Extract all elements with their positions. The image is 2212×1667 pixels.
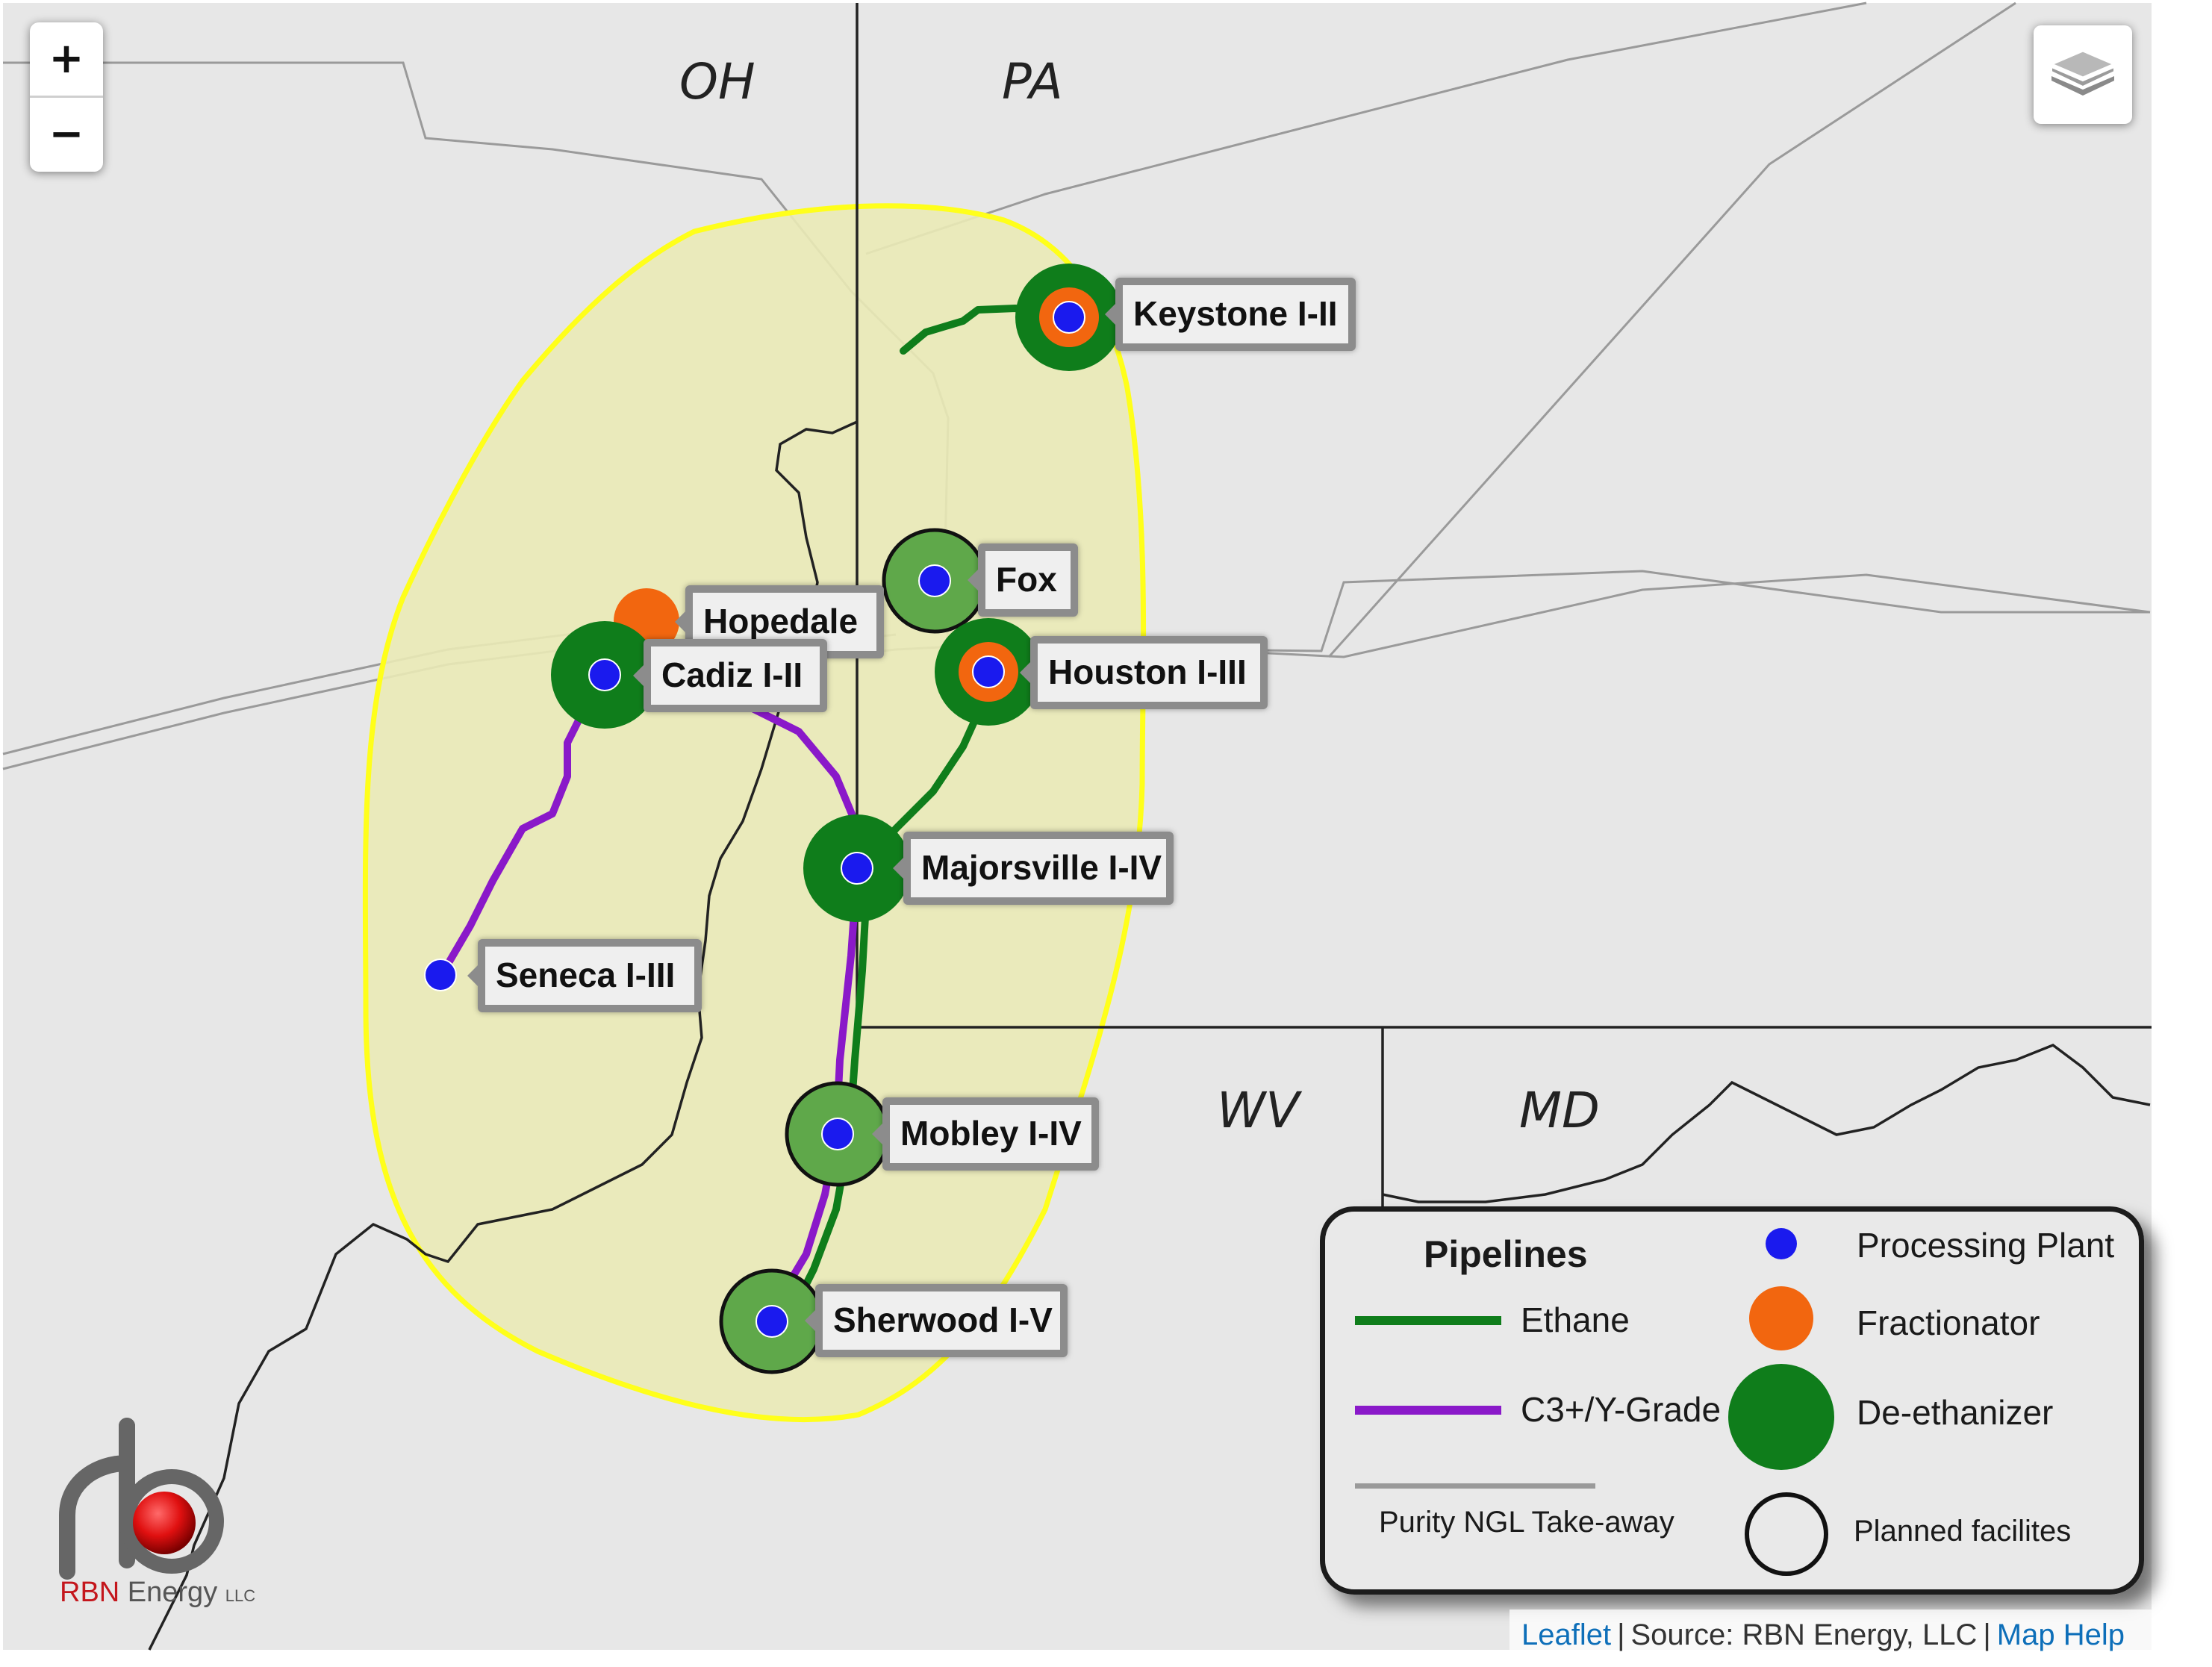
legend-fractionator-label: Fractionator [1857, 1303, 2040, 1342]
label-pointer [893, 855, 906, 882]
facility-name: Seneca I-III [496, 956, 675, 994]
legend-ethane-swatch [1355, 1316, 1501, 1325]
label-background [1038, 644, 1260, 702]
label-pointer [633, 662, 647, 689]
rbn-logo-text: RBN Energy LLC [60, 1577, 256, 1608]
processing-plant-marker[interactable] [972, 655, 1005, 688]
rbn-logo: RBN Energy LLC [52, 1411, 256, 1613]
zoom-out-button[interactable]: − [30, 96, 103, 171]
legend-c3-swatch [1355, 1406, 1501, 1415]
label-background [911, 839, 1166, 897]
label-background [485, 947, 694, 1005]
attribution-separator-2: | [1983, 1618, 1991, 1651]
label-pointer [1105, 301, 1118, 328]
potomac-border [1382, 1044, 2151, 1203]
processing-plant-marker[interactable] [918, 564, 951, 597]
label-background [823, 1291, 1060, 1350]
facility-fox[interactable]: Fox [882, 528, 1078, 634]
facility-name: Sherwood I-V [833, 1300, 1053, 1339]
facility-keystone[interactable]: Keystone I-II [1015, 264, 1356, 371]
facility-cadiz[interactable]: Cadiz I-II [551, 621, 827, 729]
facility-label-seneca[interactable]: Seneca I-III [467, 939, 702, 1012]
label-pointer [968, 567, 981, 593]
facility-label-houston[interactable]: Houston I-III [1020, 636, 1268, 709]
label-pointer [1020, 659, 1033, 686]
legend-deethanizer-label: De-ethanizer [1857, 1393, 2054, 1432]
facility-label-keystone[interactable]: Keystone I-II [1105, 278, 1356, 351]
facility-label-mobley[interactable]: Mobley I-IV [872, 1097, 1099, 1171]
map-legend: Pipelines Ethane C3+/Y-Grade Purity NGL … [1320, 1206, 2144, 1595]
facility-seneca[interactable]: Seneca I-III [424, 939, 702, 1012]
label-background [651, 646, 820, 705]
facility-name: Mobley I-IV [900, 1114, 1082, 1153]
rbn-logo-graphic [59, 1418, 224, 1580]
label-pointer [872, 1121, 885, 1147]
facility-name: Majorsville I-IV [921, 848, 1162, 887]
legend-processing-label: Processing Plant [1857, 1226, 2115, 1265]
legend-pipelines-title: Pipelines [1424, 1233, 1588, 1275]
attribution-source: Source: RBN Energy, LLC [1630, 1618, 1978, 1651]
label-pointer [467, 962, 481, 989]
state-labels: OH PA WV MD [679, 53, 1600, 1139]
facility-name: Cadiz I-II [661, 655, 803, 694]
map-attribution: Leaflet|Source: RBN Energy, LLC|Map Help [1510, 1610, 2152, 1660]
state-label-oh: OH [679, 53, 755, 110]
legend-c3-label: C3+/Y-Grade [1521, 1390, 1722, 1429]
purity-line-east-2 [1194, 573, 2151, 658]
facility-name: Hopedale [703, 602, 858, 641]
facility-sherwood[interactable]: Sherwood I-V [719, 1268, 1068, 1374]
zoom-in-button[interactable]: + [49, 34, 84, 83]
processing-plant-marker[interactable] [821, 1118, 854, 1150]
facility-majorsville[interactable]: Majorsville I-IV [803, 814, 1174, 922]
state-label-md: MD [1519, 1082, 1600, 1139]
purity-line-ne [1327, 1, 2016, 658]
c3-pipeline-seneca-cadiz [438, 717, 582, 978]
legend-fractionator-icon [1749, 1286, 1813, 1350]
legend-purity-label: Purity NGL Take-away [1379, 1506, 1674, 1539]
processing-plant-marker[interactable] [1053, 301, 1085, 334]
facility-label-majorsville[interactable]: Majorsville I-IV [893, 832, 1174, 905]
label-pointer [675, 608, 688, 635]
label-background [985, 551, 1071, 609]
attribution-separator: | [1617, 1618, 1625, 1651]
facility-label-sherwood[interactable]: Sherwood I-V [805, 1284, 1068, 1357]
legend-planned-icon [1745, 1492, 1828, 1576]
legend-purity-swatch [1355, 1483, 1595, 1489]
facility-name: Keystone I-II [1133, 294, 1338, 333]
layers-button[interactable] [2034, 25, 2132, 124]
leaflet-link[interactable]: Leaflet [1521, 1618, 1612, 1651]
label-pointer [805, 1307, 818, 1334]
ohio-river [148, 420, 858, 1651]
legend-processing-icon [1766, 1228, 1797, 1259]
facility-name: Houston I-III [1048, 652, 1247, 691]
facility-mobley[interactable]: Mobley I-IV [785, 1081, 1099, 1187]
label-background [1123, 285, 1348, 343]
map-help-link[interactable]: Map Help [1996, 1618, 2125, 1651]
processing-plant-marker[interactable] [588, 658, 621, 691]
label-background [890, 1105, 1091, 1163]
layers-icon [2049, 49, 2117, 96]
state-label-wv: WV [1217, 1082, 1302, 1139]
facility-label-fox[interactable]: Fox [968, 543, 1078, 617]
ethane-pipeline-houston-sherwood [788, 713, 980, 1318]
processing-plant-marker[interactable] [755, 1305, 788, 1338]
legend-ethane-label: Ethane [1521, 1300, 1630, 1339]
facility-name: Fox [996, 560, 1057, 599]
processing-plant-marker[interactable] [841, 852, 873, 885]
legend-deethanizer-icon [1728, 1364, 1834, 1470]
facility-houston[interactable]: Houston I-III [935, 618, 1268, 726]
state-label-pa: PA [1002, 53, 1063, 110]
legend-planned-label: Planned facilites [1854, 1515, 2072, 1548]
processing-plant-marker[interactable] [424, 959, 457, 991]
facility-label-cadiz[interactable]: Cadiz I-II [633, 639, 827, 712]
zoom-control: + − [30, 22, 103, 172]
